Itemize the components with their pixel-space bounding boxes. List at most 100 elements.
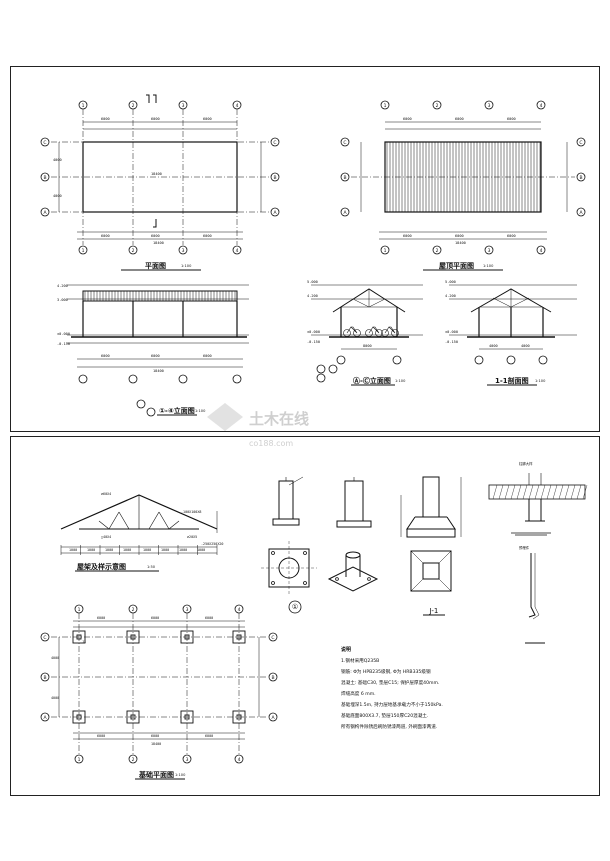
foot-hatch: [492, 484, 588, 500]
column-detail-a: [272, 476, 304, 526]
foot-hatch-line: [558, 484, 564, 500]
roof-plan-title: 屋顶平面图: [439, 261, 474, 270]
roof-plan-scale: 1:100: [483, 264, 494, 268]
plan-center-dim: 18400: [151, 172, 162, 176]
front-level-2: 3.000: [57, 298, 68, 302]
plan-side-dim-2: 4000: [53, 194, 62, 198]
front-elevation-view: [67, 284, 249, 417]
plan-top-dim-1: 6000: [101, 117, 110, 121]
front-dim-1: 6000: [101, 354, 110, 358]
fdn-axis-b-right: B: [271, 675, 274, 681]
fdn-top-dim-2: 6000: [151, 616, 159, 620]
foot-hatch-line: [516, 484, 522, 500]
footing-pad: [72, 710, 86, 724]
truss-dim-5: 1000: [143, 548, 151, 552]
fdn-axis-4-bottom: 4: [238, 757, 241, 763]
roof-axis-3: 3: [488, 103, 491, 109]
truss-label-4: -100X100X8: [181, 510, 201, 514]
section-level-1: 5.000: [445, 280, 456, 284]
truss-dim-7: 1000: [179, 548, 187, 552]
front-dim-3: 6000: [203, 354, 212, 358]
column-stub: [76, 714, 82, 720]
bicycle-icon: [343, 326, 399, 337]
section-level-3: ±0.000: [445, 330, 458, 334]
fdn-side-dim-1: 4000: [51, 656, 59, 660]
fdn-axis-3-bottom: 3: [186, 757, 189, 763]
fdn-axis-a-right: A: [271, 715, 275, 721]
plan-axis-4: 4: [236, 103, 239, 109]
plan-side-dim-1: 4000: [53, 158, 62, 162]
plan-axis-1: 1: [82, 103, 85, 109]
foot-hatch-line: [546, 484, 552, 500]
roof-total-dim: 18400: [455, 241, 466, 245]
roof-bottom-dim-2: 6000: [455, 234, 464, 238]
front-level-1: 4.200: [57, 284, 68, 288]
notes-heading: 说明: [341, 646, 351, 653]
fdn-axis-1-bottom: 1: [78, 757, 81, 763]
roof-sheeting-hatch: [386, 142, 541, 212]
side-elevation-scale: 1:100: [395, 379, 406, 383]
plan-axis-c-right: C: [273, 140, 276, 146]
sheet-top-svg: 6000 6000 6000 18400 6000 6000 6000 1840…: [40, 94, 586, 431]
sheet-bottom-svg: co188.com: [40, 439, 588, 780]
plan-axis-3: 3: [182, 103, 185, 109]
section-scale: 1:100: [535, 379, 546, 383]
plan-scale: 1:100: [181, 264, 192, 268]
fdn-axis-c: C: [43, 635, 46, 641]
j1-section-label: J-1: [429, 607, 439, 615]
plan-view: [40, 94, 280, 271]
front-level-4: -0.150: [57, 342, 70, 346]
foot-hatch-line: [552, 484, 558, 500]
right-detail-label: 柱脚大样: [519, 461, 533, 466]
truss-scale: 1:50: [147, 565, 156, 569]
footing-pad: [126, 710, 140, 724]
front-elevation-scale: 1:100: [195, 409, 206, 413]
footing-pad: [126, 630, 140, 644]
column-detail-b: [336, 477, 372, 528]
truss-label-1: ∅60X4: [101, 492, 111, 496]
column-stub: [130, 714, 136, 720]
roof-axis-c-right: C: [579, 140, 582, 146]
side-dim-1: 8000: [363, 344, 372, 348]
roof-dim-1: 6000: [403, 117, 412, 121]
column-stub: [184, 634, 190, 640]
footing-pad: [180, 630, 194, 644]
fdn-axis-b: B: [43, 675, 46, 681]
watermark: 土木在线: [207, 403, 309, 431]
footing-pad: [232, 710, 246, 724]
truss-dim-8: 1000: [197, 548, 205, 552]
foot-hatch-line: [564, 484, 570, 500]
fdn-bottom-dim-3: 6000: [205, 734, 213, 738]
plan-bottom-dim-3: 6000: [203, 234, 212, 238]
roof-axis-b: B: [343, 175, 346, 181]
truss-dim-3: 1000: [105, 548, 113, 552]
truss-label-5: -250X250X20: [201, 542, 223, 546]
footing-pad: [72, 630, 86, 644]
plan-axis-b-right: B: [273, 175, 276, 181]
plan-top-dim-3: 6000: [203, 117, 212, 121]
fdn-top-dim-3: 6000: [205, 616, 213, 620]
roof-dim-3: 6000: [507, 117, 516, 121]
detail-mark-circle: [288, 600, 302, 614]
front-total-dim: 18400: [153, 369, 164, 373]
fdn-axis-3: 3: [186, 607, 189, 613]
fdn-side-dim-2: 4000: [51, 696, 59, 700]
plan-axis-3-bottom: 3: [182, 248, 185, 254]
side-level-1: 5.000: [307, 280, 318, 284]
truss-label-3: ∅20X5: [187, 535, 197, 539]
section-dim-1: 4000: [489, 344, 498, 348]
front-level-3: ±0.000: [57, 332, 70, 336]
roof-axis-c: C: [343, 140, 346, 146]
side-elevation-title: Ⓐ-Ⓒ立面图: [353, 376, 391, 385]
plan-title: 平面图: [145, 261, 166, 270]
plan-axis-1-bottom: 1: [82, 248, 85, 254]
side-level-4: -0.150: [307, 340, 320, 344]
roof-axis-4: 4: [540, 103, 543, 109]
notes-line-1: 1.钢材采用Q235B: [341, 657, 379, 664]
fdn-top-dim-1: 6000: [97, 616, 105, 620]
plan-axis-b: B: [43, 175, 46, 181]
foot-hatch-line: [534, 484, 540, 500]
footings: [72, 630, 246, 724]
section-level-2: 4.200: [445, 294, 456, 298]
roof-axis-2: 2: [436, 103, 439, 109]
